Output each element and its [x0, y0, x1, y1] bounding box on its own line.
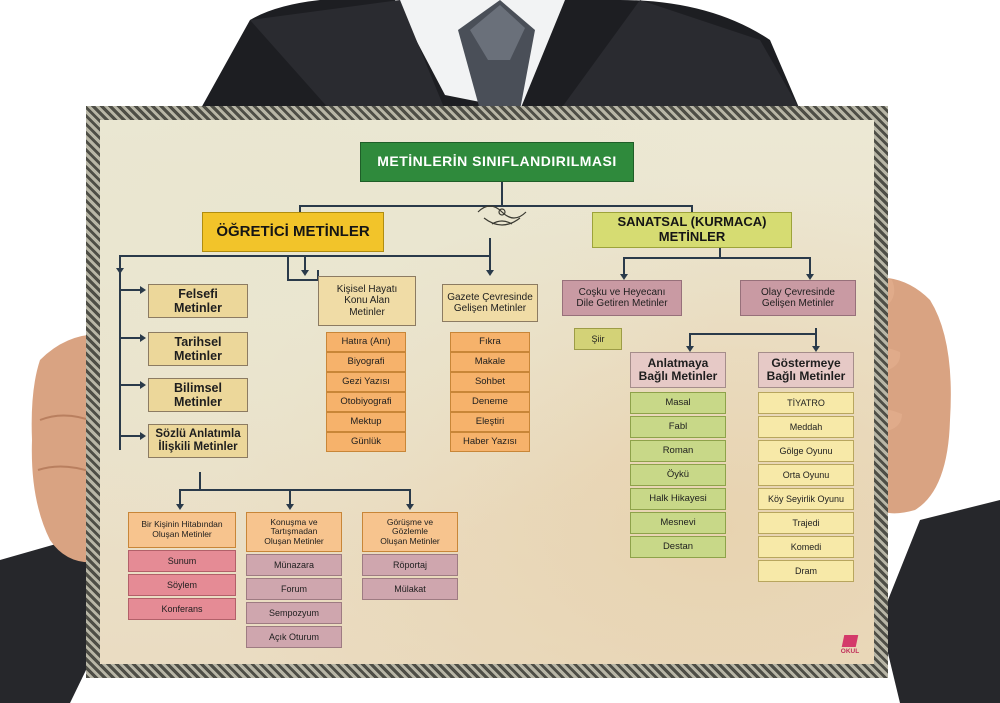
tarihsel-metinler: Tarihsel Metinler: [148, 332, 248, 366]
sanatsal-metinler-heading: SANATSAL (KURMACA) METİNLER: [592, 212, 792, 248]
hitap-item-sunum: Sunum: [128, 550, 236, 572]
sanatsal-line2: METİNLER: [658, 229, 726, 244]
konusma-heading: Konuşma ve Tartışmadan Oluşan Metinler: [246, 512, 342, 552]
gosterme-line1: Göstermeye: [771, 355, 841, 370]
kisisel-item-otobiyografi: Otobiyografi: [326, 392, 406, 412]
felsefi-metinler: Felsefi Metinler: [148, 284, 248, 318]
anlatma-item-roman: Roman: [630, 440, 726, 462]
hitap-item-konferans: Konferans: [128, 598, 236, 620]
gazete-line1: Gazete Çevresinde: [447, 291, 533, 303]
anlatma-item-masal: Masal: [630, 392, 726, 414]
cosku-line2: Dile Getiren Metinler: [576, 298, 668, 309]
kisisel-item-gezi: Gezi Yazısı: [326, 372, 406, 392]
sozlu-line1: Sözlü Anlatımla: [155, 428, 241, 441]
gorusme-item-mulakat: Mülakat: [362, 578, 458, 600]
gorusme-item-roportaj: Röportaj: [362, 554, 458, 576]
gazete-item-sohbet: Sohbet: [450, 372, 530, 392]
gazete-item-fikra: Fıkra: [450, 332, 530, 352]
ornament-icon: [477, 205, 527, 226]
sozlu-line2: İlişkili Metinler: [158, 441, 238, 453]
bilimsel-line2: Metinler: [174, 395, 222, 409]
gosterme-item-orta-oyunu: Orta Oyunu: [758, 464, 854, 486]
ogretici-metinler-heading: ÖĞRETİCİ METİNLER: [202, 212, 384, 252]
hitap-item-soylem: Söylem: [128, 574, 236, 596]
gosterme-item-golge-oyunu: Gölge Oyunu: [758, 440, 854, 462]
bilimsel-line1: Bilimsel: [174, 381, 222, 395]
gazete-item-deneme: Deneme: [450, 392, 530, 412]
konusma-line1: Konuşma ve: [270, 516, 318, 527]
kisisel-item-hatira: Hatıra (Anı): [326, 332, 406, 352]
konusma-line2: Tartışmadan: [270, 526, 318, 537]
gazete-heading: Gazete Çevresinde Gelişen Metinler: [442, 284, 538, 322]
gorusme-heading: Görüşme ve Gözlemle Oluşan Metinler: [362, 512, 458, 552]
gosterme-item-meddah: Meddah: [758, 416, 854, 438]
gazete-line2: Gelişen Metinler: [453, 303, 527, 314]
gosterme-item-trajedi: Trajedi: [758, 512, 854, 534]
olay-line1: Olay Çevresinde: [761, 286, 835, 298]
kisisel-hayat-heading: Kişisel Hayatı Konu Alan Metinler: [318, 276, 416, 326]
hitap-line2: Oluşan Metinler: [152, 529, 212, 539]
tarihsel-line2: Metinler: [174, 349, 222, 363]
anlatma-heading: Anlatmaya Bağlı Metinler: [630, 352, 726, 388]
kisisel-item-biyografi: Biyografi: [326, 352, 406, 372]
konusma-item-acik-oturum: Açık Oturum: [246, 626, 342, 648]
kisisel-item-mektup: Mektup: [326, 412, 406, 432]
kisisel-line2: Konu Alan: [344, 295, 390, 307]
gorusme-line1: Görüşme ve: [386, 516, 434, 527]
gazete-item-makale: Makale: [450, 352, 530, 372]
gosterme-item-dram: Dram: [758, 560, 854, 582]
anlatma-item-oyku: Öykü: [630, 464, 726, 486]
konusma-item-sempozyum: Sempozyum: [246, 602, 342, 624]
kisisel-line3: Metinler: [349, 306, 385, 318]
olay-heading: Olay Çevresinde Gelişen Metinler: [740, 280, 856, 316]
gazete-item-elestiri: Eleştiri: [450, 412, 530, 432]
kisisel-item-gunluk: Günlük: [326, 432, 406, 452]
poster-title: METİNLERİN SINIFLANDIRILMASI: [360, 142, 634, 182]
cosku-heading: Coşku ve Heyecanı Dile Getiren Metinler: [562, 280, 682, 316]
konusma-item-forum: Forum: [246, 578, 342, 600]
olay-line2: Gelişen Metinler: [761, 298, 835, 309]
konusma-line3: Oluşan Metinler: [264, 535, 324, 546]
hitap-line1: Bir Kişinin Hitabından: [141, 519, 223, 530]
anlatma-line1: Anlatmaya: [647, 355, 709, 370]
sozlu-anlatim-metinler: Sözlü Anlatımla İlişkili Metinler: [148, 424, 248, 458]
felsefi-line1: Felsefi: [178, 287, 218, 301]
anlatma-item-halk-hikayesi: Halk Hikayesi: [630, 488, 726, 510]
tarihsel-line1: Tarihsel: [174, 335, 222, 349]
gosterme-heading: Göstermeye Bağlı Metinler: [758, 352, 854, 388]
gosterme-item-komedi: Komedi: [758, 536, 854, 558]
felsefi-line2: Metinler: [174, 301, 222, 315]
gazete-item-haber: Haber Yazısı: [450, 432, 530, 452]
anlatma-item-mesnevi: Mesnevi: [630, 512, 726, 534]
siir-item: Şiir: [574, 328, 622, 350]
cosku-line1: Coşku ve Heyecanı: [578, 286, 666, 298]
logo-mark-icon: [841, 635, 859, 647]
anlatma-item-fabl: Fabl: [630, 416, 726, 438]
gosterme-item-koy-seyirlik: Köy Seyirlik Oyunu: [758, 488, 854, 510]
okul-posterleri-logo: OKUL: [828, 630, 872, 660]
gorusme-line3: Oluşan Metinler: [380, 535, 440, 546]
anlatma-line2: Bağlı Metinler: [638, 369, 718, 383]
anlatma-item-destan: Destan: [630, 536, 726, 558]
konusma-item-munazara: Münazara: [246, 554, 342, 576]
sanatsal-line1: SANATSAL (KURMACA): [617, 214, 767, 230]
logo-text: OKUL: [840, 648, 860, 655]
poster: METİNLERİN SINIFLANDIRILMASI ÖĞRETİCİ ME…: [86, 106, 888, 678]
gosterme-item-tiyatro: TİYATRO: [758, 392, 854, 414]
kisisel-line1: Kişisel Hayatı: [336, 284, 398, 296]
bilimsel-metinler: Bilimsel Metinler: [148, 378, 248, 412]
gorusme-line2: Gözlemle: [392, 526, 428, 537]
gosterme-line2: Bağlı Metinler: [766, 369, 846, 383]
hitap-heading: Bir Kişinin Hitabından Oluşan Metinler: [128, 512, 236, 548]
